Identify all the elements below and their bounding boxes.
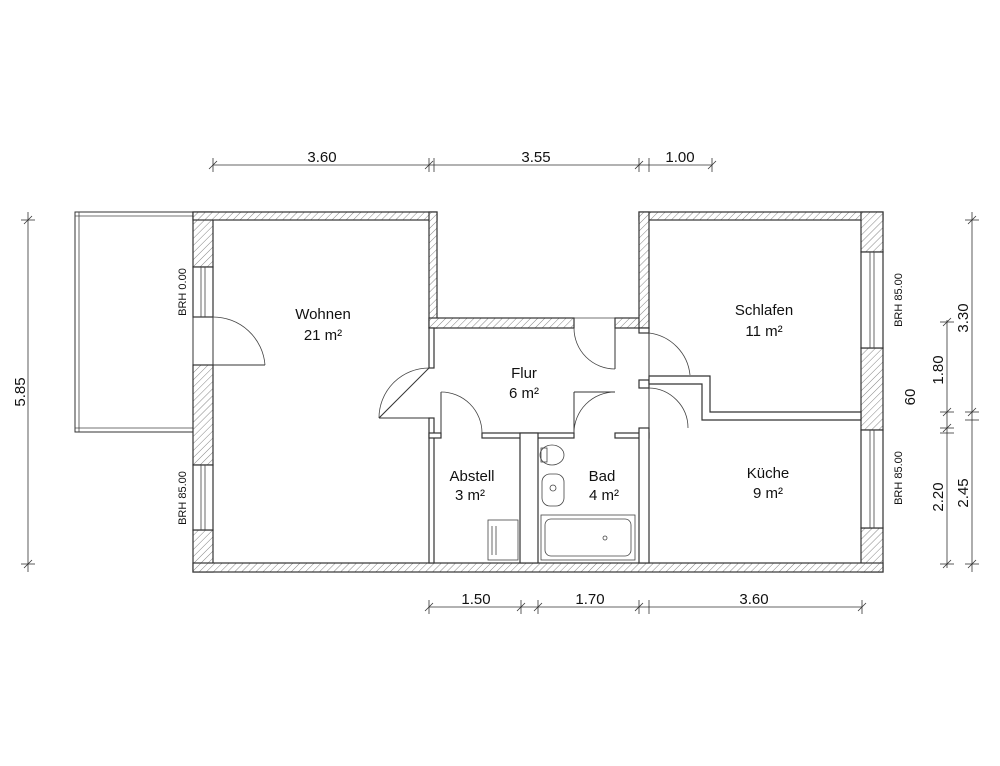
dimension-top: 3.60 3.55 1.00 xyxy=(208,149,717,172)
dimension-bottom: 1.50 1.70 3.60 xyxy=(424,591,867,614)
room-labels: Wohnen 21 m² Flur 6 m² Schlafen 11 m² Ab… xyxy=(295,302,793,504)
dimension-left: 5.85 xyxy=(12,212,35,572)
room-area-bad: 4 m² xyxy=(589,487,619,504)
room-name-kueche: Küche xyxy=(747,465,790,482)
dim-right-inner-3: 2.20 xyxy=(930,482,947,511)
dim-right-inner-2: 1.80 xyxy=(930,355,947,384)
room-area-schlafen: 11 m² xyxy=(745,323,782,340)
room-name-abstell: Abstell xyxy=(449,468,494,485)
toilet-icon xyxy=(539,444,565,466)
room-name-bad: Bad xyxy=(589,468,616,485)
room-name-wohnen: Wohnen xyxy=(295,306,351,323)
dim-top-2: 3.55 xyxy=(521,149,550,166)
balcony xyxy=(74,211,194,433)
doors xyxy=(212,316,691,434)
storage-appliance-icon xyxy=(487,519,519,561)
sink-icon xyxy=(541,473,565,507)
bathroom-fixtures xyxy=(539,444,636,561)
dim-bottom-3: 3.60 xyxy=(739,591,768,608)
dim-top-1: 3.60 xyxy=(307,149,336,166)
outer-walls xyxy=(192,211,884,573)
room-name-flur: Flur xyxy=(511,365,537,382)
room-area-kueche: 9 m² xyxy=(753,485,783,502)
dim-right-inner-1: 60 xyxy=(902,389,919,406)
dimension-right-inner: 60 1.80 2.20 xyxy=(902,317,954,569)
brh-label-right-upper: BRH 85.00 xyxy=(893,273,905,327)
dimension-right-outer: 3.30 2.45 xyxy=(955,212,979,572)
room-name-schlafen: Schlafen xyxy=(735,302,793,319)
dim-top-3: 1.00 xyxy=(665,149,694,166)
brh-label-left-upper: BRH 0.00 xyxy=(177,268,189,316)
brh-label-right-lower: BRH 85.00 xyxy=(893,451,905,505)
brh-label-left-lower: BRH 85.00 xyxy=(177,471,189,525)
bathtub-icon xyxy=(540,514,636,561)
room-area-flur: 6 m² xyxy=(509,385,539,402)
dim-bottom-2: 1.70 xyxy=(575,591,604,608)
windows xyxy=(192,251,884,531)
dim-right-outer-1: 3.30 xyxy=(955,303,972,332)
inner-walls xyxy=(428,327,862,564)
window-labels: BRH 0.00 BRH 85.00 BRH 85.00 BRH 85.00 xyxy=(177,268,905,525)
dim-right-outer-2: 2.45 xyxy=(955,478,972,507)
dim-left-total: 5.85 xyxy=(12,377,29,406)
dim-bottom-1: 1.50 xyxy=(461,591,490,608)
room-area-abstell: 3 m² xyxy=(455,487,485,504)
room-area-wohnen: 21 m² xyxy=(304,327,342,344)
